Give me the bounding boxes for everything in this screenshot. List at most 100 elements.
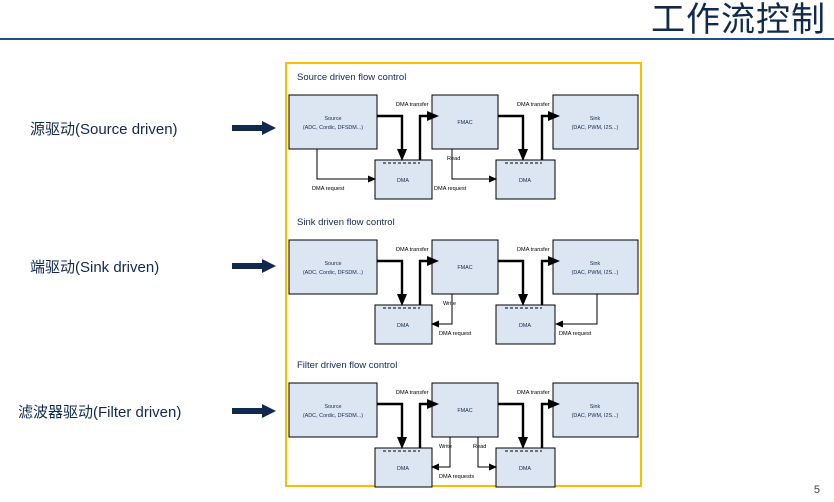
edge-fmac-to-dma-right (498, 259, 525, 297)
edge-label-write: Write (443, 301, 456, 307)
page-title: 工作流控制 (651, 1, 826, 39)
node-sink-label-1: Sink (590, 116, 601, 122)
edge-source-to-dma-left (377, 114, 404, 152)
node-sink-label-2: (DAC, PWM, I2S...) (572, 413, 619, 419)
node-sink[interactable] (552, 94, 639, 150)
block-title-source-driven: Source driven flow control (297, 72, 406, 83)
node-fmac[interactable] (431, 239, 499, 295)
edge-label-dma-request-right: DMA request (559, 331, 592, 337)
node-dma-right-label: DMA (519, 323, 531, 329)
arrowhead-down-left (397, 294, 407, 306)
node-source-label-1: Source (324, 404, 341, 410)
diagram-source-driven: Source driven flow control Source (ADC, … (288, 72, 639, 200)
edge-fmac-to-dma-right (498, 114, 525, 152)
arrowhead-dma-request-left (368, 175, 376, 183)
edge-label-dma-request-right: DMA request (434, 186, 467, 192)
edge-label-dma-transfer-right: DMA transfer (517, 102, 550, 108)
node-sink-label-1: Sink (590, 404, 601, 410)
arrowhead-requests-left (431, 463, 439, 471)
edge-dma-right-to-sink (540, 402, 552, 448)
row-label-sink-driven: 端驱动(Sink driven) (30, 259, 160, 276)
block-title-filter-driven: Filter driven flow control (297, 360, 397, 371)
edge-label-dma-transfer-left: DMA transfer (396, 247, 429, 253)
right-arrow-icon (232, 121, 276, 135)
edge-label-dma-request-left: DMA request (312, 186, 345, 192)
node-sink-label-1: Sink (590, 261, 601, 267)
diagram-frame: Source driven flow control Source (ADC, … (285, 62, 642, 488)
diagram-filter-driven: Filter driven flow control Source (ADC, … (288, 360, 639, 488)
arrowhead-right-to-sink (548, 256, 560, 266)
node-source-label-2: (ADC, Cordic, DFSDM...) (303, 270, 363, 276)
arrowhead-right-to-sink (548, 399, 560, 409)
edge-sink-to-dma-right-request (561, 294, 598, 325)
arrowhead-down-right (518, 294, 528, 306)
node-dma-left[interactable] (374, 304, 433, 345)
node-sink-label-2: (DAC, PWM, I2S...) (572, 125, 619, 131)
arrowhead-right-to-fmac (427, 111, 439, 121)
node-dma-right[interactable] (495, 304, 556, 345)
edge-label-dma-transfer-left: DMA transfer (396, 102, 429, 108)
arrowhead-down-right (518, 149, 528, 161)
edge-label-dma-transfer-right: DMA transfer (517, 390, 550, 396)
edge-label-read: Read (473, 444, 486, 450)
node-source-label-1: Source (324, 116, 341, 122)
edge-label-dma-transfer-left: DMA transfer (396, 390, 429, 396)
node-source[interactable] (288, 382, 378, 438)
arrowhead-down-left (397, 437, 407, 449)
row-label-filter-driven: 滤波器驱动(Filter driven) (18, 404, 182, 421)
edge-label-dma-transfer-right: DMA transfer (517, 247, 550, 253)
title-divider (0, 38, 834, 40)
node-sink-label-2: (DAC, PWM, I2S...) (572, 270, 619, 276)
node-fmac-label: FMAC (457, 408, 472, 414)
node-dma-right-label: DMA (519, 466, 531, 472)
edge-source-to-dma-left (377, 259, 404, 297)
node-source[interactable] (288, 94, 378, 150)
edge-dma-right-to-sink (540, 114, 552, 160)
edge-dma-right-to-sink (540, 259, 552, 305)
page-number: 5 (813, 484, 820, 496)
right-arrow-icon (232, 259, 276, 273)
edge-dma-left-to-fmac (418, 259, 431, 305)
diagram-sink-driven: Sink driven flow control Source (ADC, Co… (288, 217, 639, 345)
arrowhead-right-to-fmac (427, 256, 439, 266)
node-sink[interactable] (552, 382, 639, 438)
edge-label-dma-requests: DMA requests (439, 474, 474, 480)
row-label-source-driven: 源驱动(Source driven) (30, 121, 178, 138)
node-source-label-2: (ADC, Cordic, DFSDM...) (303, 413, 363, 419)
edge-fmac-dma-request (451, 149, 492, 180)
node-source-label-1: Source (324, 261, 341, 267)
edge-source-to-dma-left (377, 402, 404, 440)
edge-label-write: Write (439, 444, 452, 450)
arrowhead-request-right (555, 320, 563, 328)
arrowhead-request-left (431, 320, 439, 328)
node-fmac[interactable] (431, 94, 499, 150)
edge-dma-left-to-fmac (418, 114, 431, 160)
arrowhead-right-to-sink (548, 111, 560, 121)
node-dma-left-label: DMA (397, 178, 409, 184)
node-dma-left[interactable] (374, 447, 433, 488)
edge-dma-left-to-fmac (418, 402, 431, 448)
node-fmac[interactable] (431, 382, 499, 438)
edge-source-dma-request (316, 149, 371, 180)
node-fmac-label: FMAC (457, 120, 472, 126)
node-dma-right[interactable] (495, 159, 556, 200)
node-dma-left-label: DMA (397, 466, 409, 472)
edge-write-to-dma-left (437, 437, 451, 468)
arrowhead-dma-request-right (489, 175, 497, 183)
node-fmac-label: FMAC (457, 265, 472, 271)
node-sink[interactable] (552, 239, 639, 295)
edge-read-to-dma-right (477, 437, 492, 468)
arrowhead-down-right (518, 437, 528, 449)
node-source[interactable] (288, 239, 378, 295)
edge-label-read: Read (447, 156, 460, 162)
edge-label-dma-request-left: DMA request (439, 331, 472, 337)
node-dma-left-label: DMA (397, 323, 409, 329)
arrowhead-down-left (397, 149, 407, 161)
arrowhead-requests-right (489, 463, 497, 471)
node-dma-right-label: DMA (519, 178, 531, 184)
block-title-sink-driven: Sink driven flow control (297, 217, 395, 228)
node-dma-right[interactable] (495, 447, 556, 488)
edge-fmac-to-dma-right (498, 402, 525, 440)
edge-fmac-to-dma-left-request (437, 294, 453, 325)
node-dma-left[interactable] (374, 159, 433, 200)
